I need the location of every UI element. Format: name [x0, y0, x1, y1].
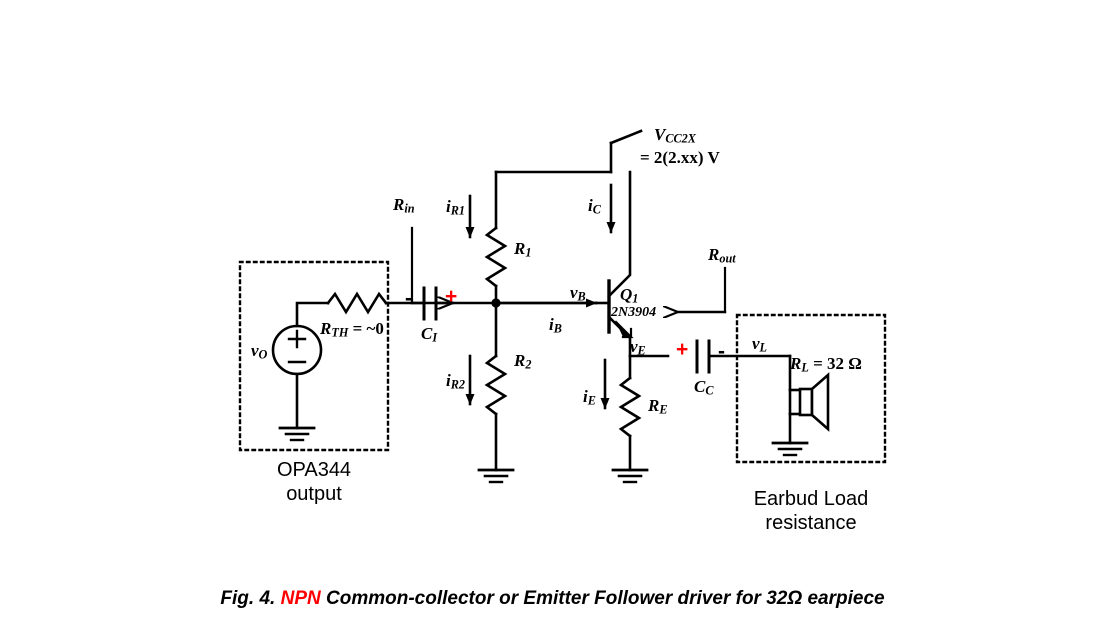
figure-caption: Fig. 4. NPN Common-collector or Emitter …	[0, 588, 1105, 610]
earbud-caption-line1: Earbud Load	[753, 488, 869, 510]
caption-rest: Common-collector or Emitter Follower dri…	[320, 588, 885, 609]
rth-label: RTH = ~0	[320, 319, 384, 340]
r2-resistor-symbol	[484, 354, 508, 416]
cc-minus-sign: -	[718, 340, 725, 363]
q1-label: Q1	[620, 285, 639, 306]
source-label: vO	[251, 341, 268, 362]
ci-minus-sign: -	[405, 287, 412, 310]
rout-label: Rout	[708, 245, 736, 266]
ic-label: iC	[588, 196, 601, 217]
supply-value: = 2(2.xx) V	[640, 148, 720, 167]
ve-label: vE	[630, 337, 646, 358]
r1-resistor-symbol	[484, 226, 508, 288]
opa344-caption-line2: output	[286, 483, 342, 506]
ci-label: CI	[421, 324, 438, 345]
q1-part-number: 2N3904	[611, 305, 657, 320]
rin-label: Rin	[393, 195, 415, 216]
rl-label: RL = 32 Ω	[790, 354, 862, 375]
re-label: RE	[648, 396, 668, 417]
earbud-caption-line2: resistance	[765, 512, 857, 535]
ie-label: iE	[583, 387, 596, 408]
ir2-label: iR2	[446, 371, 466, 392]
r1-label: R1	[514, 239, 532, 260]
caption-highlight: NPN	[280, 588, 321, 609]
rth-resistor-symbol	[326, 291, 388, 315]
q1-emitter-arrowhead	[614, 320, 634, 339]
cc-label: CC	[694, 377, 714, 398]
ib-label: iB	[549, 315, 562, 336]
earbud-block-caption: Earbud Load resistance	[735, 487, 887, 536]
supply-label: VCC2X	[654, 125, 696, 146]
q1-collector-lead	[607, 170, 632, 298]
source-plus-sign	[287, 329, 307, 349]
source-top-lead	[295, 301, 330, 328]
ir1-label: iR1	[446, 197, 466, 218]
speaker-body	[798, 387, 814, 417]
speaker-cone	[810, 372, 830, 432]
opa344-caption-line1: OPA344	[276, 459, 352, 481]
opa344-block-caption: OPA344 output	[240, 458, 388, 507]
r2-label: R2	[514, 351, 532, 372]
re-resistor-symbol	[618, 376, 642, 438]
ci-plus-sign: +	[445, 285, 458, 308]
supply-terminal-slash	[609, 129, 643, 145]
vb-label: vB	[570, 283, 586, 304]
caption-prefix: Fig. 4.	[220, 588, 281, 609]
cc-plus-sign: +	[676, 338, 689, 361]
vl-label: vL	[752, 334, 768, 355]
